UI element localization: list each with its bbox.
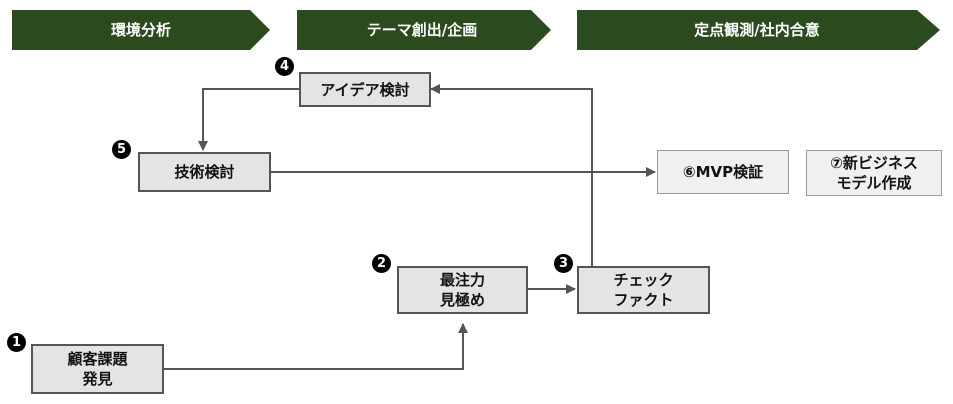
arrow-4-to-5 bbox=[198, 88, 299, 151]
step-badge-4: 4 bbox=[275, 57, 294, 76]
node-7-line-1: ⑦新ビジネス bbox=[830, 154, 918, 172]
node-technology-review: 技術検討 bbox=[138, 152, 271, 192]
node-customer-issue-discovery: 顧客課題 発見 bbox=[31, 344, 164, 394]
step-badge-1: 1 bbox=[7, 333, 26, 352]
node-5-line-1: 技術検討 bbox=[174, 163, 235, 181]
node-idea-review: アイデア検討 bbox=[299, 72, 431, 107]
node-3-line-2: ファクト bbox=[613, 291, 674, 309]
node-mvp-validation: ⑥MVP検証 bbox=[657, 150, 789, 194]
arrow-3-to-4 bbox=[430, 84, 593, 266]
step-badge-2: 2 bbox=[372, 254, 391, 273]
node-fact-check: チェック ファクト bbox=[577, 266, 710, 314]
node-1-line-1: 顧客課題 bbox=[67, 350, 128, 368]
node-1-line-2: 発見 bbox=[82, 370, 113, 388]
step-badge-3: 3 bbox=[554, 254, 573, 273]
node-7-line-2: モデル作成 bbox=[836, 174, 912, 192]
node-focus-determination: 最注力 見極め bbox=[397, 266, 528, 314]
phase-chevron-2 bbox=[297, 10, 551, 50]
node-2-line-2: 見極め bbox=[439, 291, 485, 309]
node-6-line-1: ⑥MVP検証 bbox=[682, 163, 764, 181]
phase-label-environment-analysis: 環境分析 bbox=[110, 21, 171, 39]
phase-label-theme-creation: テーマ創出/企画 bbox=[366, 21, 478, 39]
node-3-line-1: チェック bbox=[613, 271, 674, 289]
phase-label-fixed-point-observation: 定点観測/社内合意 bbox=[694, 21, 820, 39]
node-2-line-1: 最注力 bbox=[439, 271, 485, 289]
arrow-1-to-2 bbox=[163, 323, 468, 370]
phase-chevron-3 bbox=[577, 10, 940, 50]
node-new-business-model: ⑦新ビジネス モデル作成 bbox=[806, 150, 942, 196]
step-badge-5: 5 bbox=[112, 140, 131, 159]
node-4-line-1: アイデア検討 bbox=[320, 80, 410, 99]
phase-chevron-1 bbox=[12, 10, 270, 50]
